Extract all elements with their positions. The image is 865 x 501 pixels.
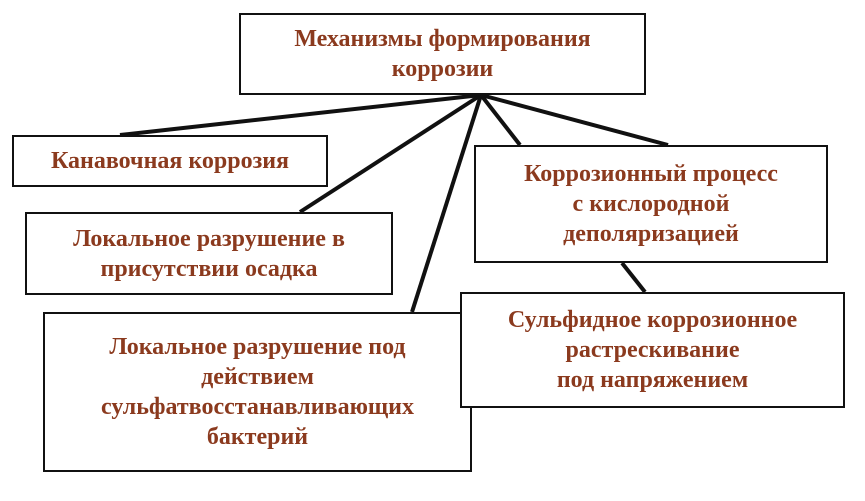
edge-oxygen-sulfide — [622, 263, 645, 292]
node-local-bacteria: Локальное разрушение под действием сульф… — [43, 312, 472, 472]
node-local-sediment-label: Локальное разрушение в присутствии осадк… — [73, 224, 345, 284]
node-sulfide-label: Сульфидное коррозионное растрескивание п… — [508, 305, 797, 395]
edge-root-local-bacteria — [412, 95, 481, 312]
node-groove-label: Канавочная коррозия — [51, 146, 289, 176]
node-local-bacteria-label: Локальное разрушение под действием сульф… — [101, 332, 414, 452]
node-local-sediment: Локальное разрушение в присутствии осадк… — [25, 212, 393, 295]
node-sulfide-cracking: Сульфидное коррозионное растрескивание п… — [460, 292, 845, 408]
edge-root-oxygen-2 — [481, 95, 668, 145]
node-root-label: Механизмы формирования коррозии — [294, 24, 590, 84]
node-root-corrosion-mechanisms: Механизмы формирования коррозии — [239, 13, 646, 95]
node-groove-corrosion: Канавочная коррозия — [12, 135, 328, 187]
node-oxygen-depolarization: Коррозионный процесс с кислородной депол… — [474, 145, 828, 263]
node-oxygen-label: Коррозионный процесс с кислородной депол… — [524, 159, 778, 249]
